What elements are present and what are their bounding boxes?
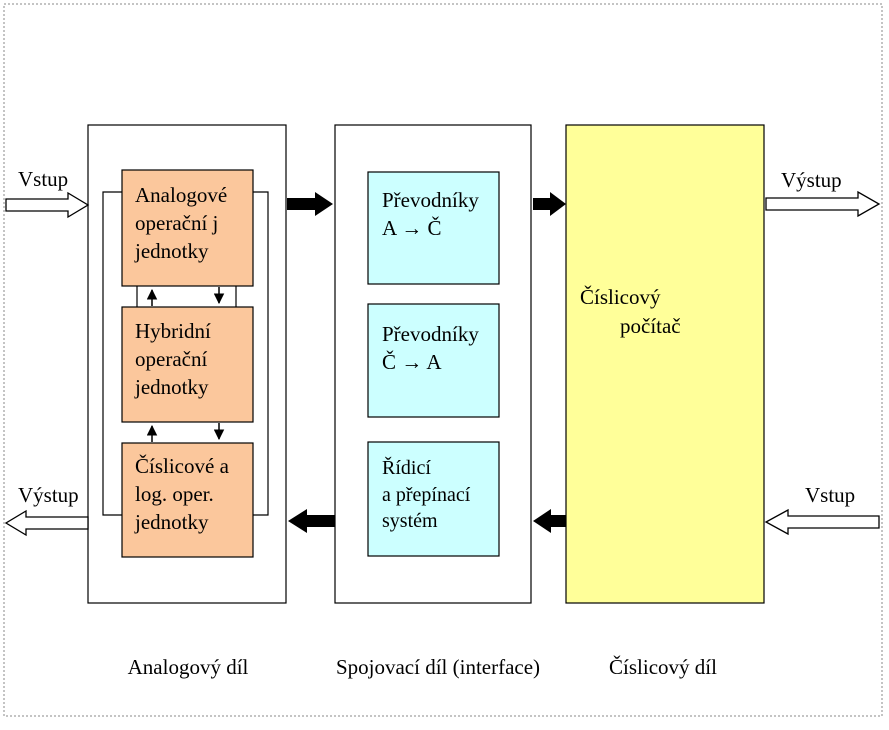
converter-da-label: Převodníky Č → A <box>382 322 479 374</box>
analog-section-caption: Analogový díl <box>127 655 249 679</box>
hybrid-unit <box>121 306 254 423</box>
digital-logic-unit-label: Číslicové a log. oper. jednotky <box>135 454 229 534</box>
input-label-left: Vstup <box>18 167 69 191</box>
digital-computer-box <box>565 124 765 604</box>
output-label-left: Výstup <box>18 483 79 507</box>
digital-computer-label-line1: Číslicový <box>580 285 661 309</box>
thick-arrow-right-icon <box>287 192 333 216</box>
converter-da-box <box>367 303 500 418</box>
analog-unit-1-label: Analogové operační j jednotky <box>135 183 228 263</box>
input-arrow-left-icon <box>5 191 90 219</box>
analog-right-loop <box>253 191 269 516</box>
input-arrow-right-icon <box>764 508 880 536</box>
hybrid-unit-label: Hybridní operační jednotky <box>135 319 211 399</box>
analog-left-loop <box>102 191 122 516</box>
digital-computer-label-line2: počítač <box>620 314 681 338</box>
input-label-right: Vstup <box>805 483 856 507</box>
interface-section-caption: Spojovací díl (interface) <box>335 655 541 679</box>
output-arrow-left-icon <box>4 509 89 537</box>
control-switch-box <box>367 441 500 557</box>
output-arrow-right-icon <box>765 190 881 218</box>
output-label-right: Výstup <box>781 168 842 192</box>
thick-arrow-right-icon <box>533 192 566 216</box>
converter-ad-box <box>367 171 500 285</box>
thick-arrow-left-icon <box>533 509 566 533</box>
digital-logic-unit <box>121 442 254 558</box>
control-switch-label: Řídicí a přepínací systém <box>382 457 471 533</box>
analog-unit-1 <box>121 169 254 287</box>
digital-section-caption: Číslicový díl <box>609 655 717 679</box>
converter-ad-label: Převodníky A → Č <box>382 188 479 240</box>
thick-arrow-left-icon <box>288 509 335 533</box>
outer-frame <box>3 3 883 717</box>
